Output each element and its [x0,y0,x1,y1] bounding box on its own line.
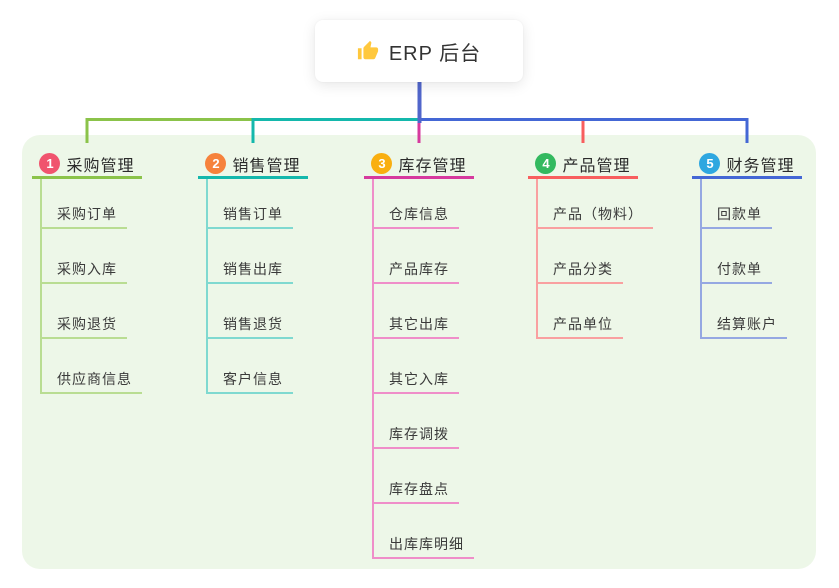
child-node[interactable]: 付款单 [700,259,772,284]
branch-number-badge: 3 [371,153,393,174]
child-node[interactable]: 产品分类 [536,259,623,284]
child-node[interactable]: 库存盘点 [372,479,459,504]
child-node[interactable]: 客户信息 [206,369,293,394]
branch-header-3[interactable]: 3 库存管理 [364,151,474,179]
child-node[interactable]: 销售出库 [206,259,293,284]
branch-trunk-line [206,179,208,394]
branch-header-4[interactable]: 4 产品管理 [528,151,638,179]
child-node[interactable]: 产品单位 [536,314,623,339]
child-node[interactable]: 结算账户 [700,314,787,339]
branch-header-2[interactable]: 2 销售管理 [198,151,308,179]
child-node[interactable]: 其它入库 [372,369,459,394]
child-node[interactable]: 产品库存 [372,259,459,284]
branch-number-badge: 1 [39,153,61,174]
branch-label: 采购管理 [66,157,135,175]
branch-label: 库存管理 [398,157,467,175]
child-node[interactable]: 采购入库 [40,259,127,284]
child-node[interactable]: 回款单 [700,204,772,229]
branch-header-1[interactable]: 1 采购管理 [32,151,142,179]
child-node[interactable]: 出库库明细 [372,534,474,559]
thumbs-up-icon [357,40,378,60]
root-node[interactable]: ERP 后台 [315,20,523,82]
branch-number-badge: 2 [205,153,227,174]
connector-branch-5 [419,118,749,143]
child-node[interactable]: 供应商信息 [40,369,142,394]
connector-branch-4 [419,118,585,143]
child-node[interactable]: 销售订单 [206,204,293,229]
connector-branch-2 [251,118,420,143]
branch-trunk-line [536,179,538,339]
root-label: ERP 后台 [388,42,482,65]
child-node[interactable]: 仓库信息 [372,204,459,229]
branch-number-badge: 4 [535,153,557,174]
branch-trunk-line [700,179,702,339]
branch-label: 产品管理 [562,157,631,175]
child-node[interactable]: 产品（物料） [536,204,653,229]
branch-label: 销售管理 [232,157,301,175]
child-node[interactable]: 采购退货 [40,314,127,339]
branches-panel [22,135,816,569]
branch-trunk-line [40,179,42,394]
child-node[interactable]: 其它出库 [372,314,459,339]
child-node[interactable]: 销售退货 [206,314,293,339]
branch-header-5[interactable]: 5 财务管理 [692,151,802,179]
child-node[interactable]: 采购订单 [40,204,127,229]
branch-trunk-line [372,179,374,559]
branch-label: 财务管理 [726,157,795,175]
branch-number-badge: 5 [699,153,721,174]
child-node[interactable]: 库存调拨 [372,424,459,449]
